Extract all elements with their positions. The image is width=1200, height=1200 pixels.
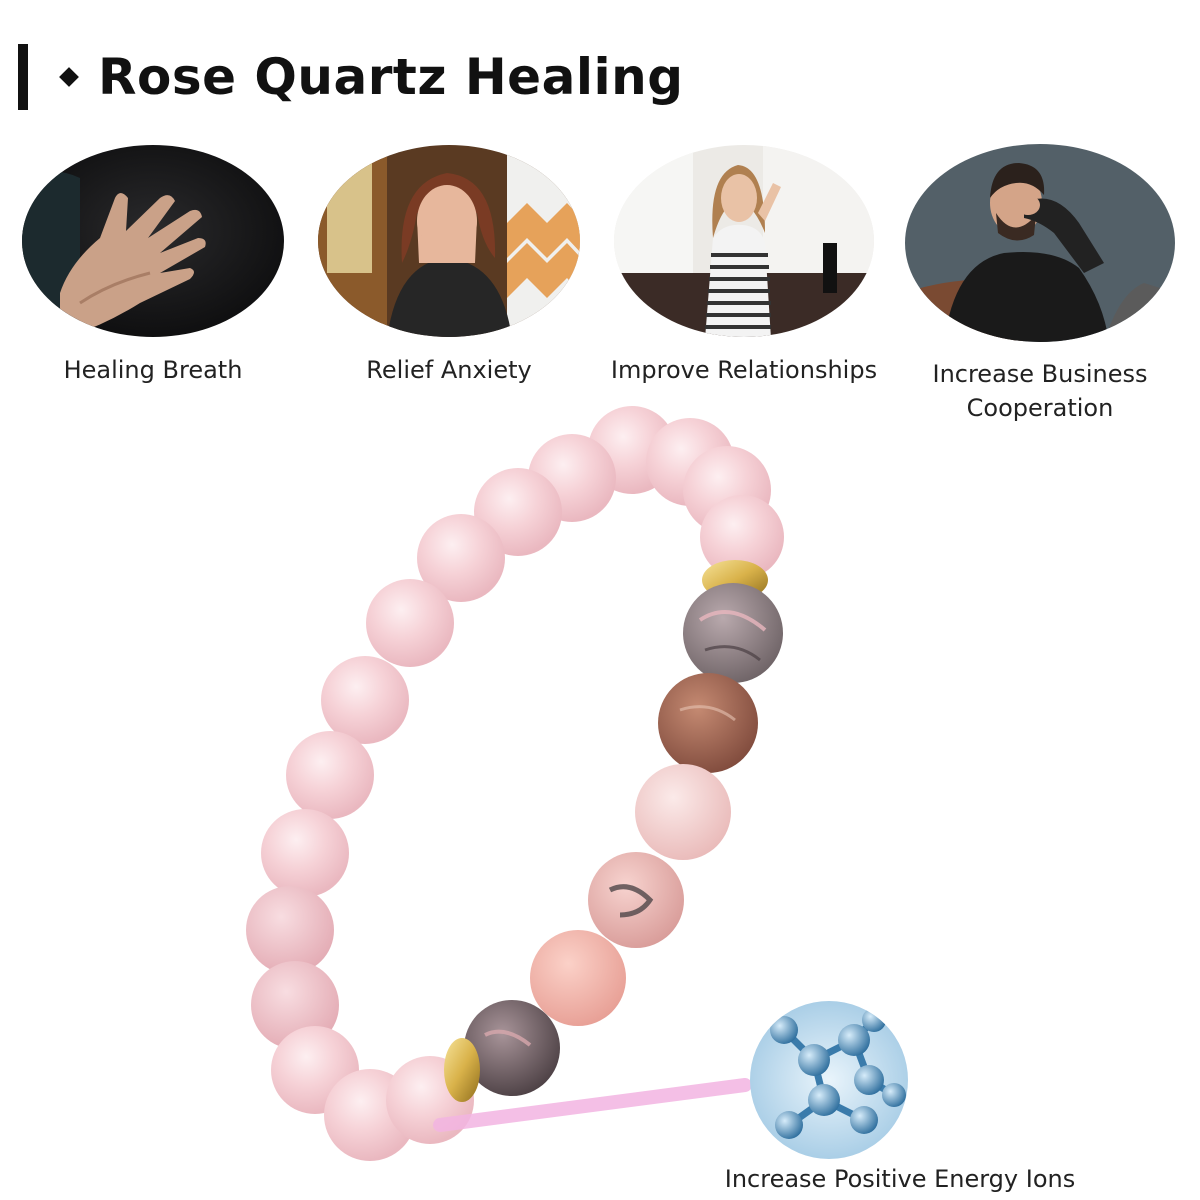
header-accent-bar [18,44,28,110]
energy-beam-line [433,1078,752,1132]
benefit-increase-business-cooperation: Increase Business Cooperation [890,143,1190,425]
left-bead-row [246,579,474,1161]
benefit-improve-relationships: Improve Relationships [594,143,894,387]
benefit-label: Improve Relationships [610,356,878,384]
benefit-healing-breath: Healing Breath [3,143,303,387]
molecule-icon [750,1001,908,1159]
page-title: Rose Quartz Healing [98,48,684,106]
benefit-label: Healing Breath [63,356,243,384]
gold-spacer-bottom [444,1038,480,1102]
benefit-label: Relief Anxiety [366,356,532,384]
benefit-relief-anxiety: Relief Anxiety [299,143,599,387]
accent-stone-row [464,583,783,1096]
header: Rose Quartz Healing [18,44,684,110]
hand-on-chest-photo [22,145,284,337]
woman-leaning-on-wall-photo [614,145,874,337]
man-holding-head-photo [905,144,1175,342]
benefit-label: Increase Business Cooperation [932,360,1148,422]
back-bead-row [417,406,784,602]
woman-covering-face-photo [318,145,580,337]
energy-label: Increase Positive Energy Ions [724,1165,1076,1193]
